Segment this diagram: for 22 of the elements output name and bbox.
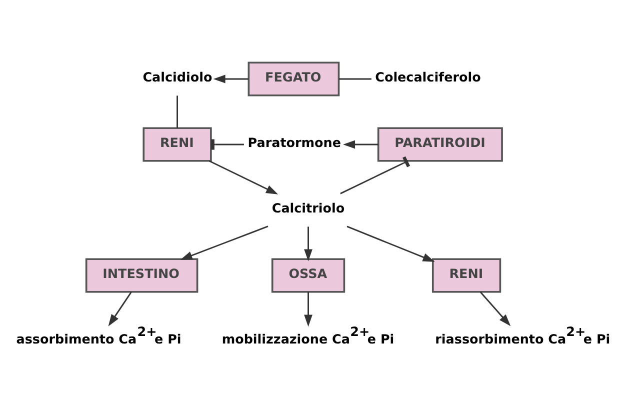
connector	[176, 95, 178, 128]
node-text: Paratormone	[248, 135, 341, 150]
arrow	[346, 225, 435, 262]
arrow	[304, 292, 312, 326]
node-text: Calcitriolo	[272, 200, 345, 216]
arrow	[213, 74, 248, 83]
node-text: Colecalciferolo	[375, 70, 481, 85]
node-box: RENI	[432, 258, 502, 292]
connector	[340, 156, 410, 194]
arrow	[343, 140, 378, 148]
node-box: OSSA	[271, 258, 346, 292]
node-box: FEGATO	[248, 61, 340, 96]
node-box: INTESTINO	[85, 258, 198, 292]
arrow	[209, 160, 278, 194]
node-box: RENI	[142, 126, 212, 162]
node-box: PARATIROIDI	[377, 126, 503, 162]
arrow	[480, 291, 511, 326]
node-text: Calcidiolo	[142, 70, 212, 85]
connector	[338, 78, 372, 80]
arrow	[180, 225, 268, 260]
arrow	[304, 226, 312, 261]
arrow	[108, 291, 132, 326]
